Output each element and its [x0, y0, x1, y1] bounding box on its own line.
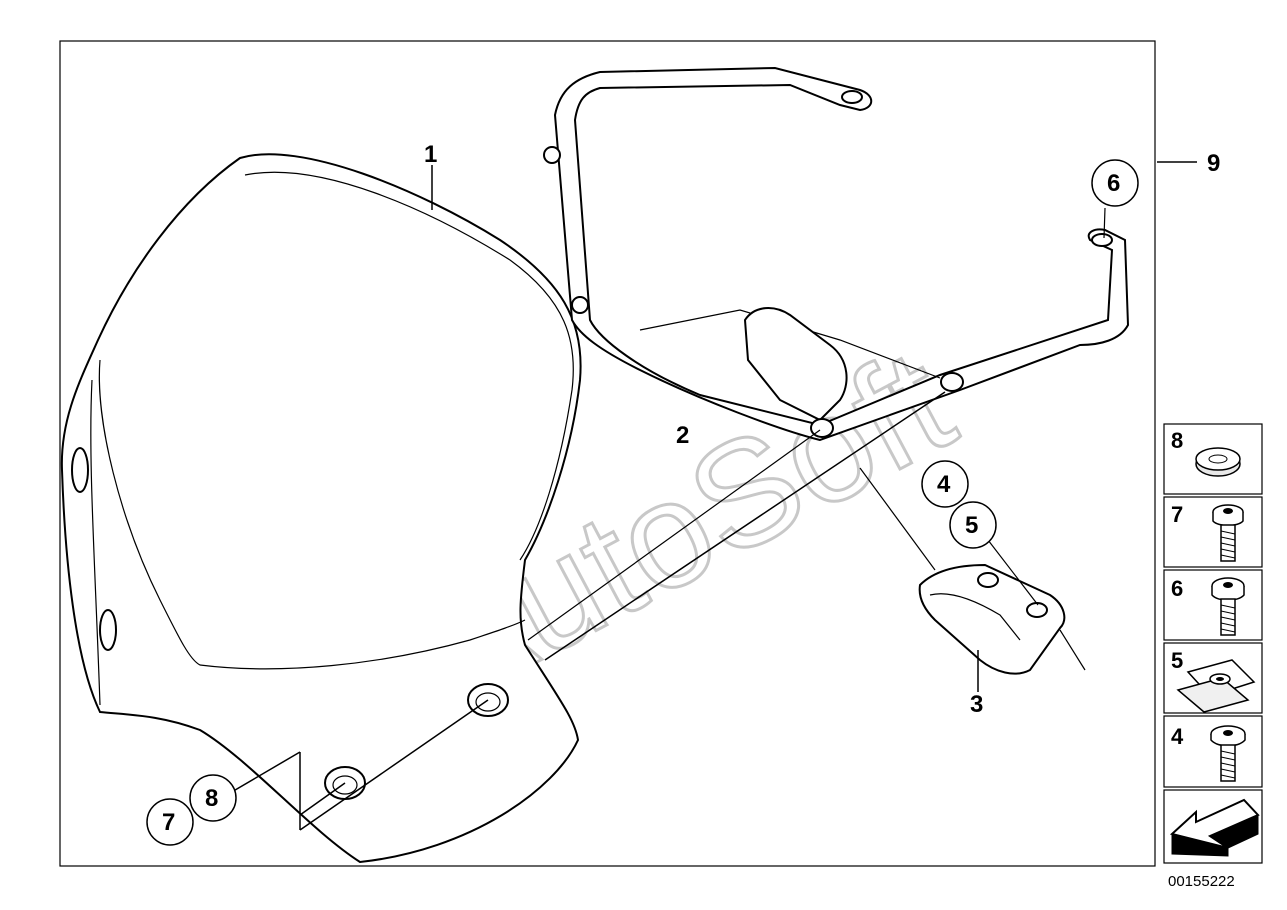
svg-text:7: 7: [162, 809, 175, 836]
callout-3: 3: [970, 691, 983, 718]
callout-8: 8: [189, 774, 237, 822]
callout-1: 1: [424, 141, 437, 168]
leader-lines: [229, 161, 1197, 831]
torx-screw-icon: [1211, 577, 1245, 636]
legend-number: 5: [1171, 648, 1183, 673]
legend-number: 4: [1171, 724, 1184, 749]
callout-6: 6: [1091, 159, 1139, 207]
document-id: 00155222: [1168, 873, 1235, 890]
legend-row-washer: 8: [1163, 423, 1263, 495]
legend-number: 8: [1171, 428, 1183, 453]
callout-4: 4: [921, 460, 969, 508]
clamp-part: [918, 563, 1066, 675]
legend-row-screw-7: 7: [1163, 496, 1263, 568]
callout-2: 2: [676, 422, 689, 449]
legend-row-screw-4: 4: [1163, 715, 1263, 788]
washer-icon: [1195, 447, 1241, 477]
callout-9: 9: [1207, 150, 1220, 177]
direction-arrow-icon: [1169, 798, 1260, 857]
callout-5: 5: [949, 501, 997, 549]
torx-screw-icon: [1212, 504, 1244, 562]
windscreen-part: [60, 153, 582, 864]
parts-legend: 8 7 6: [1163, 423, 1263, 864]
svg-text:6: 6: [1107, 170, 1120, 197]
svg-text:4: 4: [937, 471, 951, 498]
svg-text:8: 8: [205, 785, 218, 812]
mounting-bracket-part: [543, 66, 1130, 442]
legend-row-spring-nut: 5: [1163, 642, 1263, 714]
diagram-frame: [59, 40, 1156, 867]
torx-screw-icon: [1210, 725, 1246, 782]
legend-row-arrow: [1163, 789, 1263, 864]
legend-number: 7: [1171, 502, 1183, 527]
svg-text:5: 5: [965, 512, 978, 539]
callout-7: 7: [146, 798, 194, 846]
spring-nut-icon: [1176, 659, 1256, 713]
legend-number: 6: [1171, 576, 1183, 601]
legend-row-screw-6: 6: [1163, 569, 1263, 641]
